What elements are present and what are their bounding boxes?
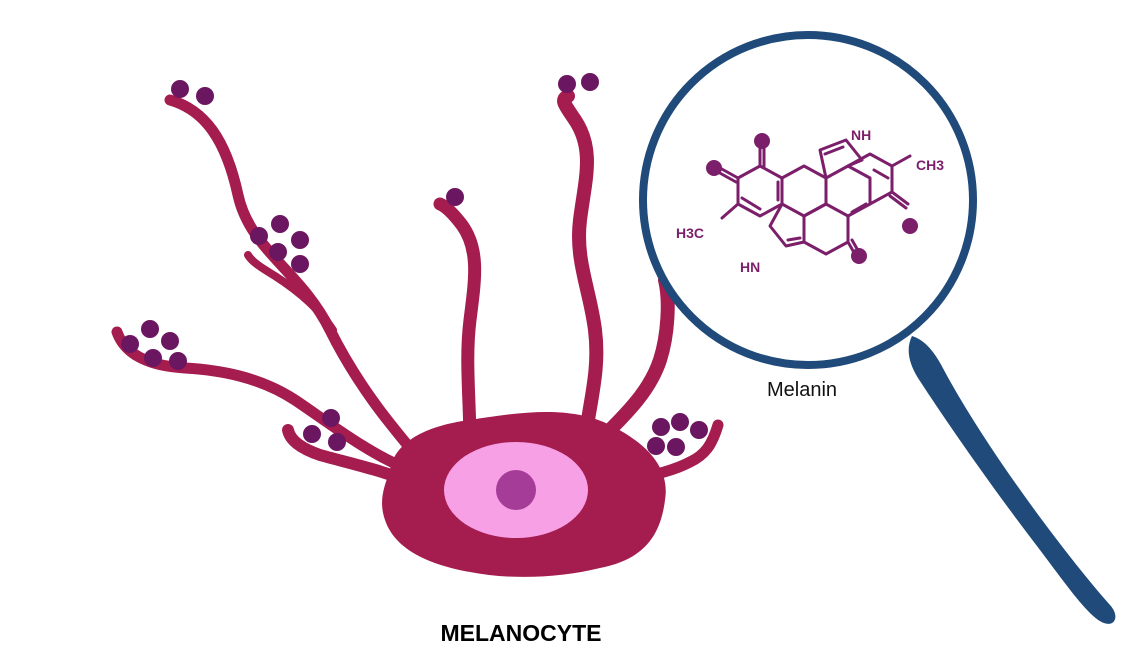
atom-top xyxy=(754,133,770,149)
granule xyxy=(250,227,268,245)
melanin-molecule xyxy=(716,138,912,258)
granule xyxy=(196,87,214,105)
melanocyte-cell xyxy=(111,89,724,577)
label-ch3: CH3 xyxy=(916,157,944,173)
molecule-atoms xyxy=(706,133,918,264)
granule xyxy=(171,80,189,98)
ring-center-top xyxy=(780,164,828,218)
atom-right xyxy=(902,218,918,234)
dendrite-left xyxy=(111,326,416,476)
granule xyxy=(291,231,309,249)
diagram-title: MELANOCYTE xyxy=(441,620,602,646)
bond-left-oxygen xyxy=(716,166,740,184)
dendrite-left-lower xyxy=(282,424,411,486)
granule xyxy=(303,425,321,443)
dendrite-right-tall xyxy=(557,89,604,447)
ring-pentagon-bottom-inner xyxy=(786,236,802,242)
molecule-labels: NH CH3 H3C HN xyxy=(676,127,944,275)
dendrite-center xyxy=(433,197,482,452)
granule xyxy=(271,215,289,233)
ring-right-inner xyxy=(850,168,890,214)
melanin-granules xyxy=(121,73,708,456)
granule xyxy=(690,421,708,439)
magnifier-handle xyxy=(908,336,1116,624)
granule xyxy=(647,437,665,455)
granule xyxy=(446,188,464,206)
label-nh: NH xyxy=(851,127,871,143)
granule xyxy=(667,438,685,456)
granule xyxy=(269,243,287,261)
atom-bottom xyxy=(851,248,867,264)
atom-left xyxy=(706,160,722,176)
label-hn: HN xyxy=(740,259,760,275)
magnifier-lens xyxy=(639,31,977,369)
ring-pentagon-top-inner xyxy=(823,145,845,156)
label-h3c: H3C xyxy=(676,225,704,241)
granule xyxy=(581,73,599,91)
bond-right-oxygen xyxy=(888,190,910,210)
bond-top-oxygen xyxy=(758,144,766,168)
dendrites xyxy=(111,89,724,486)
dendrite-right xyxy=(593,273,675,447)
magnifier-label: Melanin xyxy=(767,379,837,401)
granule xyxy=(161,332,179,350)
dendrite-branch-mid xyxy=(244,251,337,334)
granule xyxy=(141,320,159,338)
nucleolus xyxy=(496,470,536,510)
granule xyxy=(322,409,340,427)
granule xyxy=(121,335,139,353)
granule xyxy=(144,349,162,367)
magnifying-glass-icon xyxy=(639,31,1116,624)
dendrite-top-left xyxy=(164,94,426,466)
granule xyxy=(328,433,346,451)
bond-ch3 xyxy=(890,154,912,168)
granule xyxy=(169,352,187,370)
ring-pentagon-top xyxy=(818,138,864,180)
granule xyxy=(671,413,689,431)
ring-left-inner xyxy=(740,180,780,211)
granule xyxy=(652,418,670,436)
granule xyxy=(558,75,576,93)
ring-right xyxy=(824,164,872,218)
bond-h3c xyxy=(720,202,740,220)
granule xyxy=(291,255,309,273)
ring-pentagon-bottom xyxy=(768,202,806,248)
